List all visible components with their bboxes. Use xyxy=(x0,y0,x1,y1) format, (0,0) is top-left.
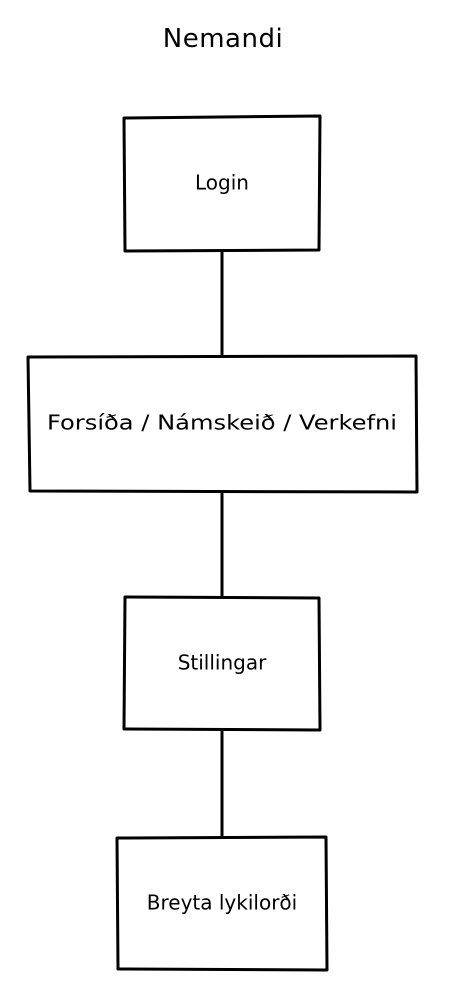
node-breyta: Breyta lykilorði xyxy=(115,835,329,972)
node-login: Login xyxy=(122,114,322,253)
node-forsida-label: Forsíða / Námskeið / Verkefni xyxy=(47,411,397,435)
node-stillingar-label: Stillingar xyxy=(178,651,267,675)
node-breyta-label: Breyta lykilorði xyxy=(147,891,297,915)
node-stillingar: Stillingar xyxy=(122,595,322,732)
node-login-label: Login xyxy=(195,171,249,195)
node-forsida: Forsíða / Námskeið / Verkefni xyxy=(26,354,419,494)
diagram-title: Nemandi xyxy=(162,24,284,54)
